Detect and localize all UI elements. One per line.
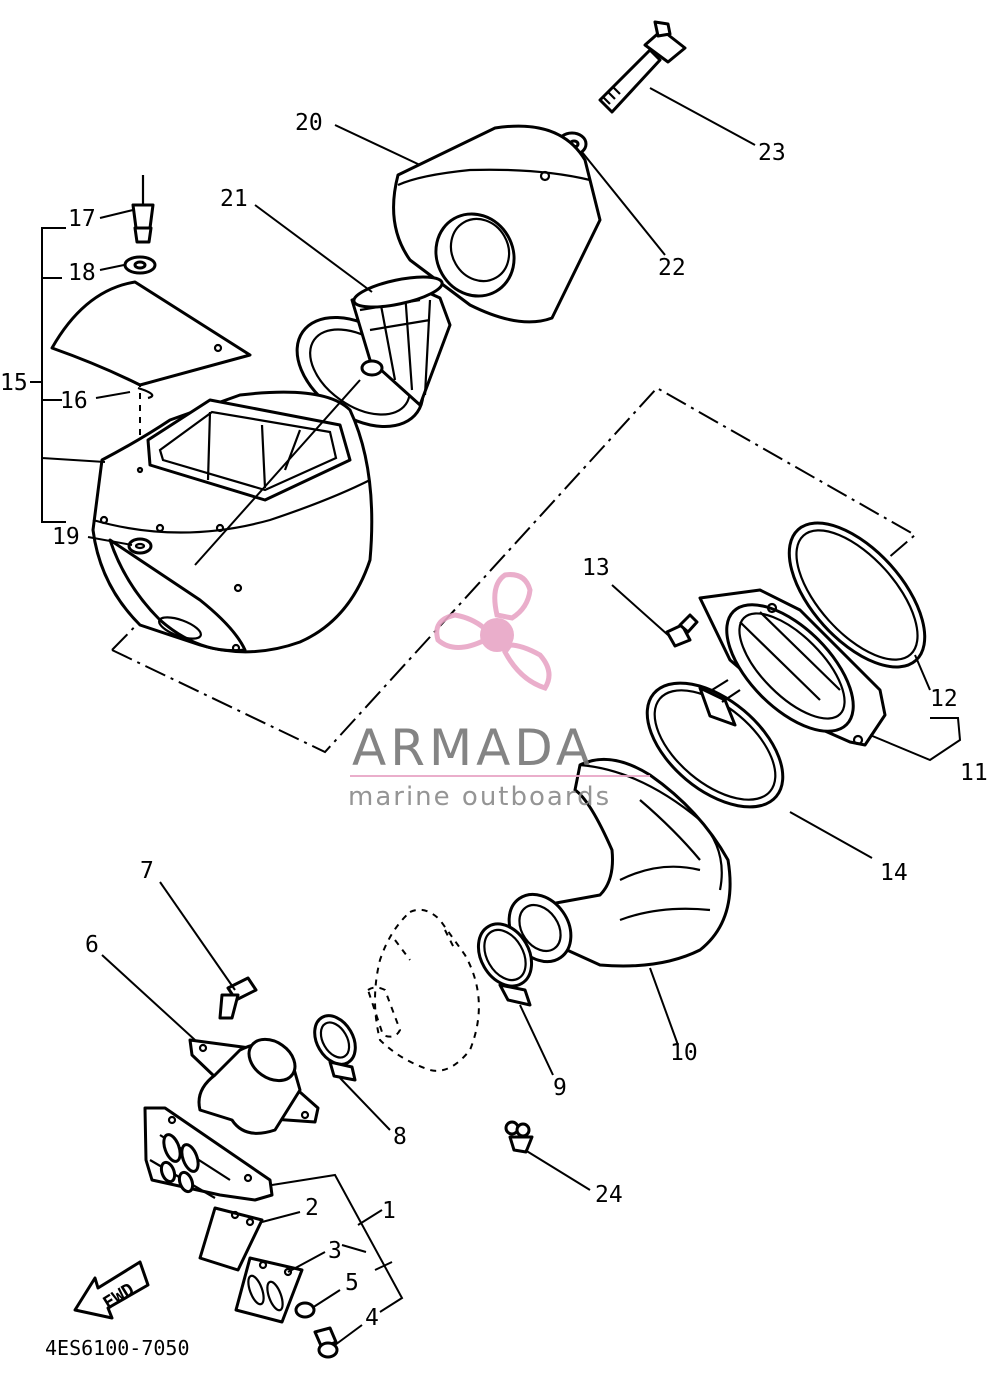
part-24-clip: [504, 1120, 534, 1154]
part-14-band-clamp: [645, 679, 785, 809]
watermark-brand: ARMADA: [352, 719, 594, 777]
label-12: 12: [930, 686, 958, 712]
group-bracket-1: [271, 1173, 404, 1313]
part-13-screw: [665, 613, 699, 648]
part-23-bolt: [598, 20, 687, 114]
label-9: 9: [553, 1075, 567, 1101]
label-21: 21: [220, 186, 248, 212]
armada-watermark: ARMADA marine outboards: [348, 572, 650, 812]
part-16-plate: [50, 280, 252, 400]
group-bracket-1-sub: [341, 1209, 393, 1271]
propeller-logo-icon: [434, 572, 552, 691]
label-13: 13: [582, 555, 610, 581]
part-6-manifold: [188, 1037, 320, 1135]
group-bracket-11: [869, 717, 962, 762]
fwd-arrow: FWD: [73, 1260, 150, 1320]
label-16: 16: [60, 388, 88, 414]
label-15: 15: [0, 370, 28, 396]
part-11-joint-plate: [698, 588, 887, 747]
part-9-hose-clamp: [476, 922, 534, 1007]
part-20-filter-element: [392, 124, 602, 324]
assembly-outline: [111, 386, 917, 754]
label-14: 14: [880, 860, 908, 886]
part-5-lock-washer: [294, 1301, 316, 1319]
carburetor-outline: [366, 908, 480, 1072]
label-23: 23: [758, 140, 786, 166]
part-15-air-box: [91, 390, 374, 654]
label-7: 7: [140, 858, 154, 884]
part-8-hose-clamp: [313, 1014, 357, 1082]
part-10-intake-duct: [507, 757, 732, 968]
leader-lines: [87, 87, 931, 1346]
label-18: 18: [68, 260, 96, 286]
label-17: 17: [68, 206, 96, 232]
part-17-rivet: [131, 175, 155, 244]
label-2: 2: [305, 1195, 319, 1221]
label-24: 24: [595, 1182, 623, 1208]
label-20: 20: [295, 110, 323, 136]
label-3: 3: [328, 1238, 342, 1264]
label-4: 4: [365, 1305, 379, 1331]
label-11: 11: [960, 760, 988, 786]
group-bracket-15: [41, 227, 106, 523]
part-19-grommet: [127, 537, 153, 555]
label-1: 1: [382, 1198, 396, 1224]
label-19: 19: [52, 524, 80, 550]
part-1-reed-valve-assy: [143, 1106, 274, 1202]
label-8: 8: [393, 1124, 407, 1150]
label-10: 10: [670, 1040, 698, 1066]
diagram-code: 4ES6100-7050: [45, 1336, 190, 1360]
label-6: 6: [85, 932, 99, 958]
part-12-gasket: [787, 521, 927, 669]
label-22: 22: [658, 255, 686, 281]
part-7-bolt: [218, 976, 258, 1020]
watermark-tagline: marine outboards: [348, 782, 611, 812]
part-2-reed-petal: [198, 1206, 264, 1272]
part-4-screw: [313, 1326, 339, 1359]
label-5: 5: [345, 1270, 359, 1296]
part-3-reed-stopper: [234, 1256, 304, 1324]
part-18-washer: [123, 255, 157, 275]
